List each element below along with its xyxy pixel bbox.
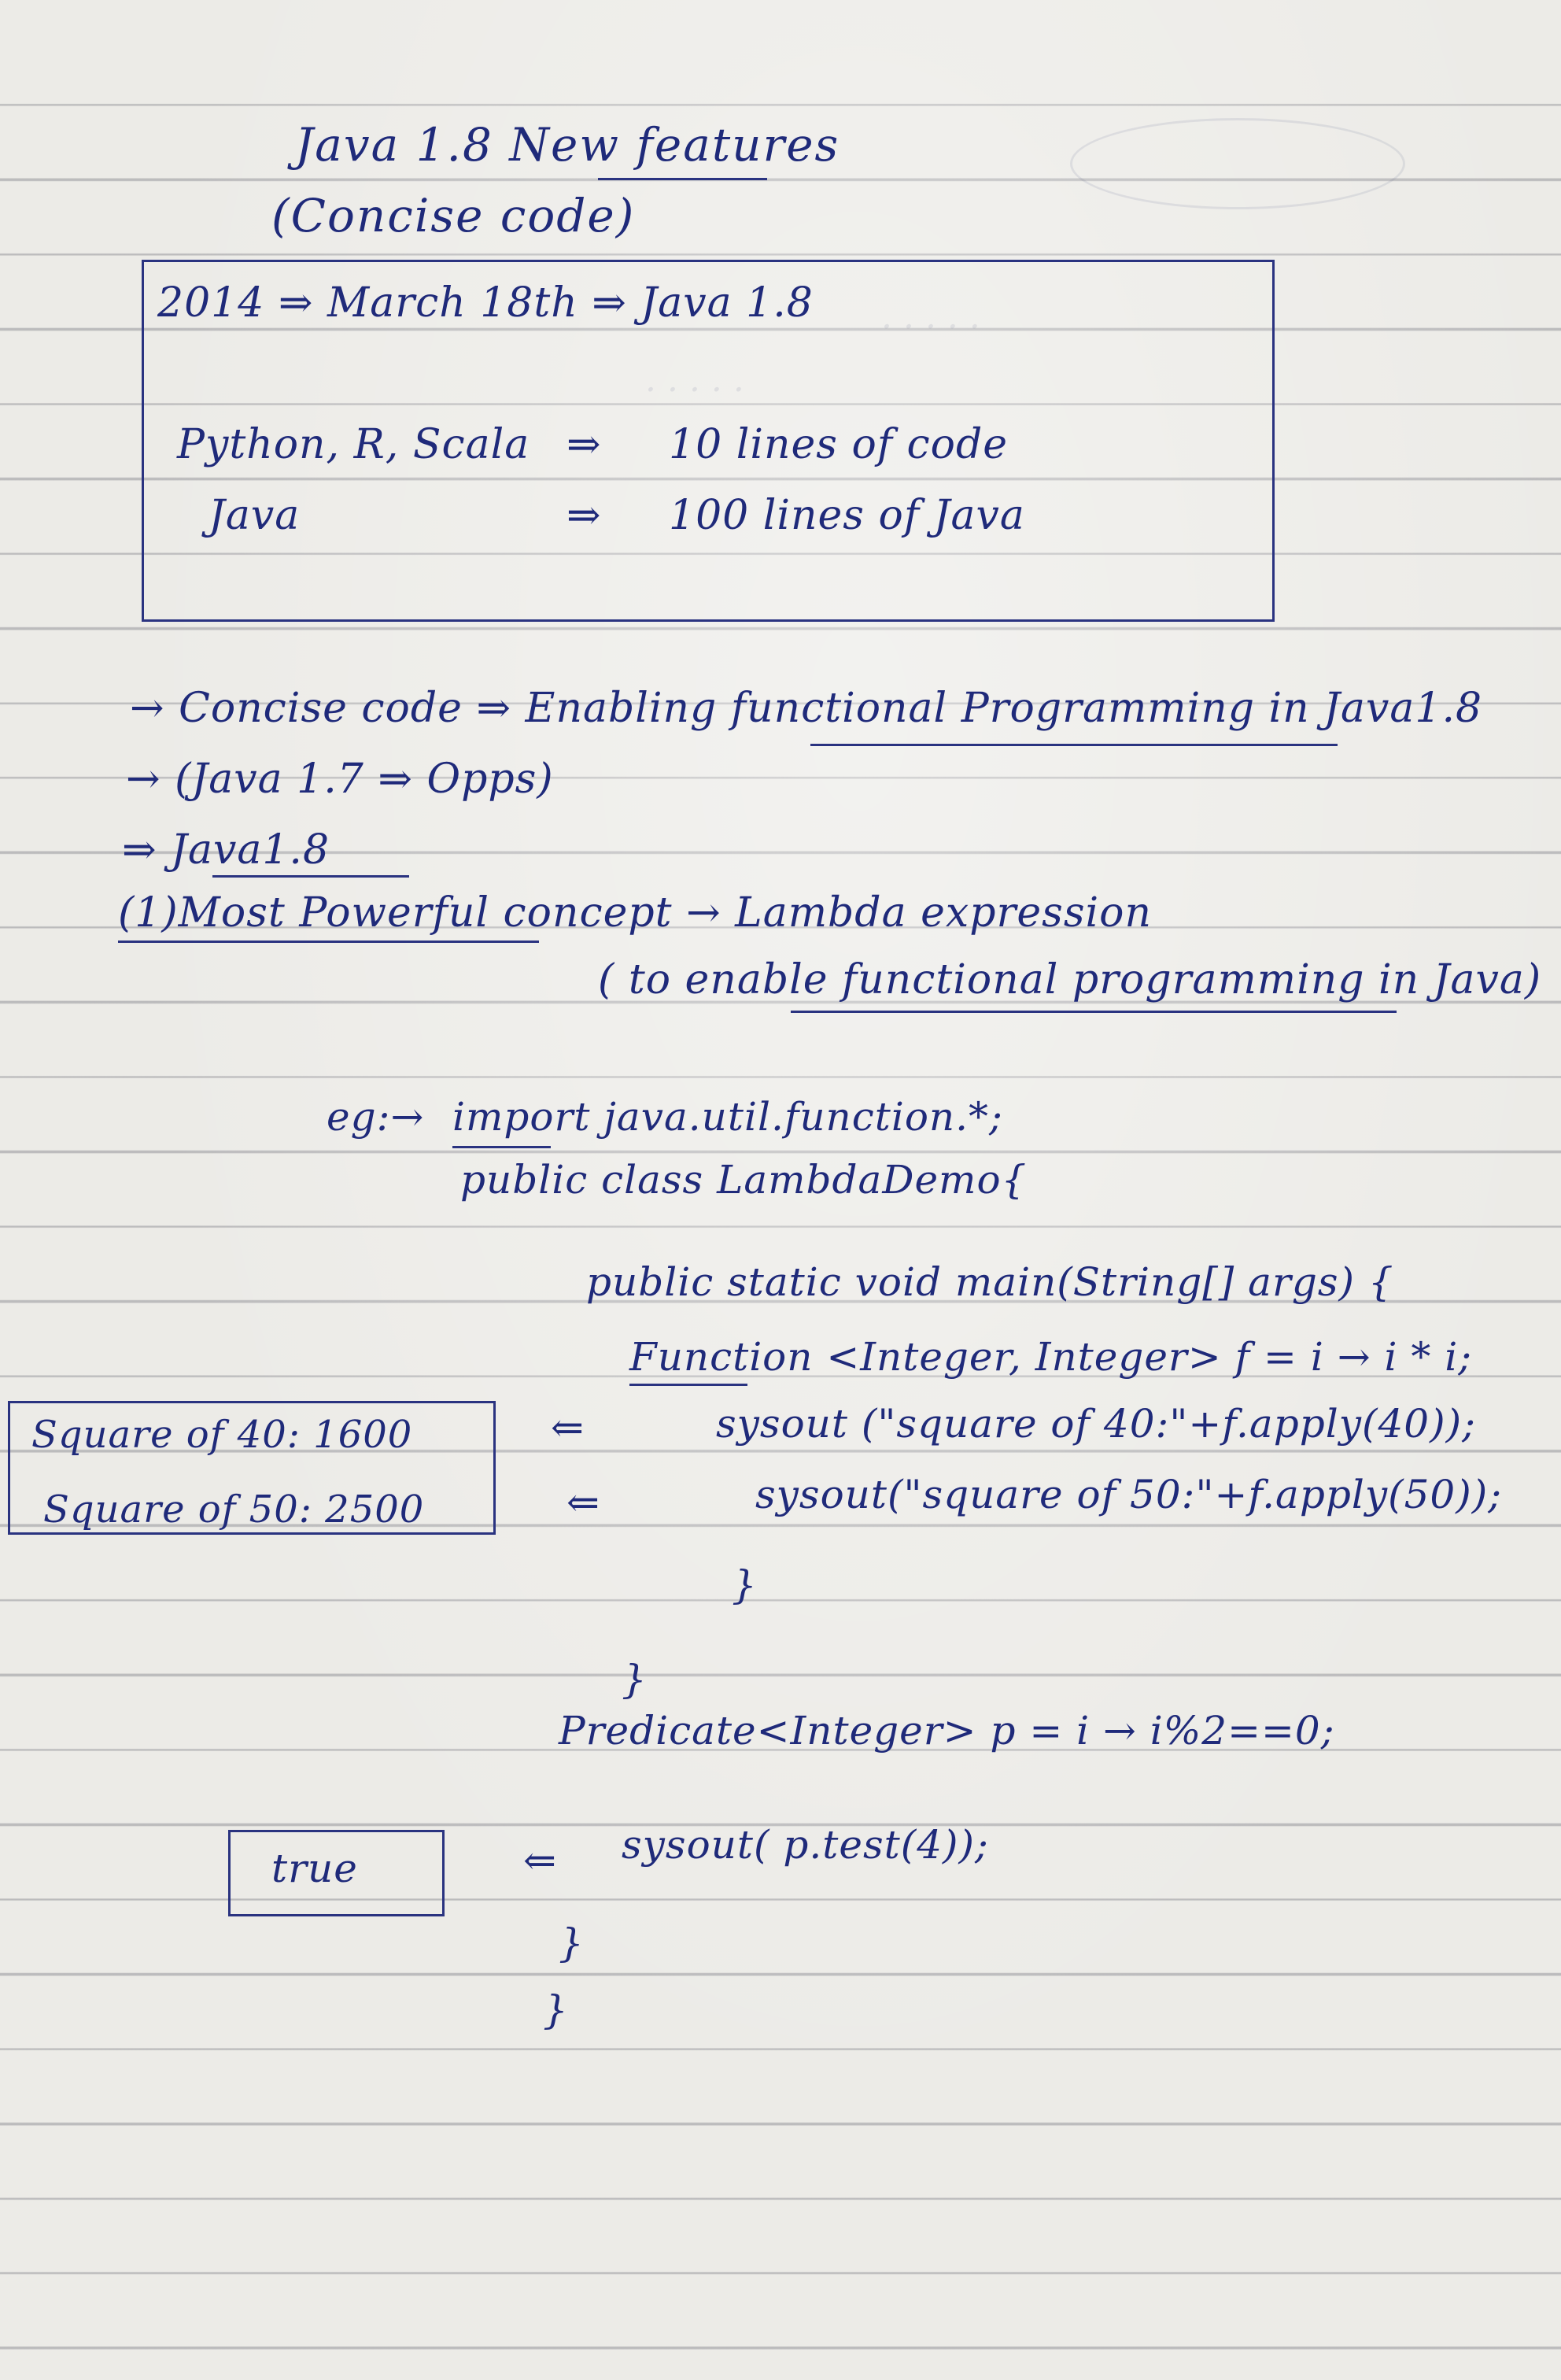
title-underline: [598, 178, 767, 180]
code-sysout-40: sysout ("square of 40:"+f.apply(40));: [716, 1401, 1476, 1447]
output-predicate-result: true: [271, 1846, 358, 1891]
comparison-amount-1: 10 lines of code: [669, 421, 1009, 468]
bleed-through-stamp: [1070, 118, 1405, 209]
predicate-output-box: [228, 1830, 445, 1916]
code-function-declaration: Function <Integer, Integer> f = i → i * …: [629, 1334, 1473, 1380]
code-predicate-declaration: Predicate<Integer> p = i → i%2==0;: [559, 1708, 1335, 1754]
release-box: [142, 260, 1275, 622]
output-square-40: Square of 40: 1600: [31, 1413, 413, 1457]
java18-underline: [212, 875, 409, 878]
comparison-language-2: Java: [209, 492, 301, 539]
note-most-powerful: (1)Most Powerful concept → Lambda expres…: [118, 889, 1152, 937]
note-java18: ⇒ Java1.8: [122, 826, 330, 874]
output-arrow-2: ⇐: [566, 1480, 600, 1525]
output-square-50: Square of 50: 2500: [43, 1488, 425, 1532]
comparison-language-1: Python, R, Scala: [177, 421, 530, 468]
code-sysout-predicate: sysout( p.test(4));: [622, 1822, 989, 1868]
function-underline: [629, 1384, 747, 1386]
release-date-line: 2014 ⇒ March 18th ⇒ Java 1.8: [157, 279, 814, 327]
output-arrow-3: ⇐: [523, 1838, 557, 1883]
comparison-arrow-1: ⇒: [566, 421, 602, 468]
code-sysout-50: sysout("square of 50:"+f.apply(50));: [755, 1472, 1503, 1517]
code-class-declaration: public class LambdaDemo{: [460, 1157, 1028, 1203]
import-underline: [452, 1146, 551, 1148]
code-close-brace-3: }: [543, 1987, 569, 2033]
code-main-method: public static void main(String[] args) {: [586, 1259, 1394, 1305]
page-title: Java 1.8 New features: [295, 118, 840, 172]
comparison-amount-2: 100 lines of Java: [669, 492, 1025, 539]
note-java17: → (Java 1.7 ⇒ Opps): [126, 756, 554, 803]
page-subtitle: (Concise code): [271, 189, 636, 242]
note-concise-code: → Concise code ⇒ Enabling functional Pro…: [130, 685, 1483, 732]
enable-functional-underline: [791, 1011, 1397, 1013]
output-arrow-1: ⇐: [551, 1405, 585, 1451]
note-enable-functional: ( to enable functional programming in Ja…: [598, 956, 1542, 1003]
code-close-brace-2: }: [559, 1920, 585, 1966]
code-predicate-brace: }: [622, 1657, 648, 1702]
code-import: import java.util.function.*;: [452, 1094, 1003, 1140]
square-output-box: [8, 1401, 496, 1535]
example-label: eg:→: [327, 1094, 425, 1140]
most-powerful-underline: [118, 941, 539, 943]
comparison-arrow-2: ⇒: [566, 492, 602, 539]
code-close-brace-1: }: [732, 1562, 758, 1608]
note-underline: [810, 744, 1338, 746]
bleed-through-ghost: · · · · ·: [881, 307, 980, 347]
bleed-through-ghost-2: · · · · ·: [645, 370, 744, 410]
